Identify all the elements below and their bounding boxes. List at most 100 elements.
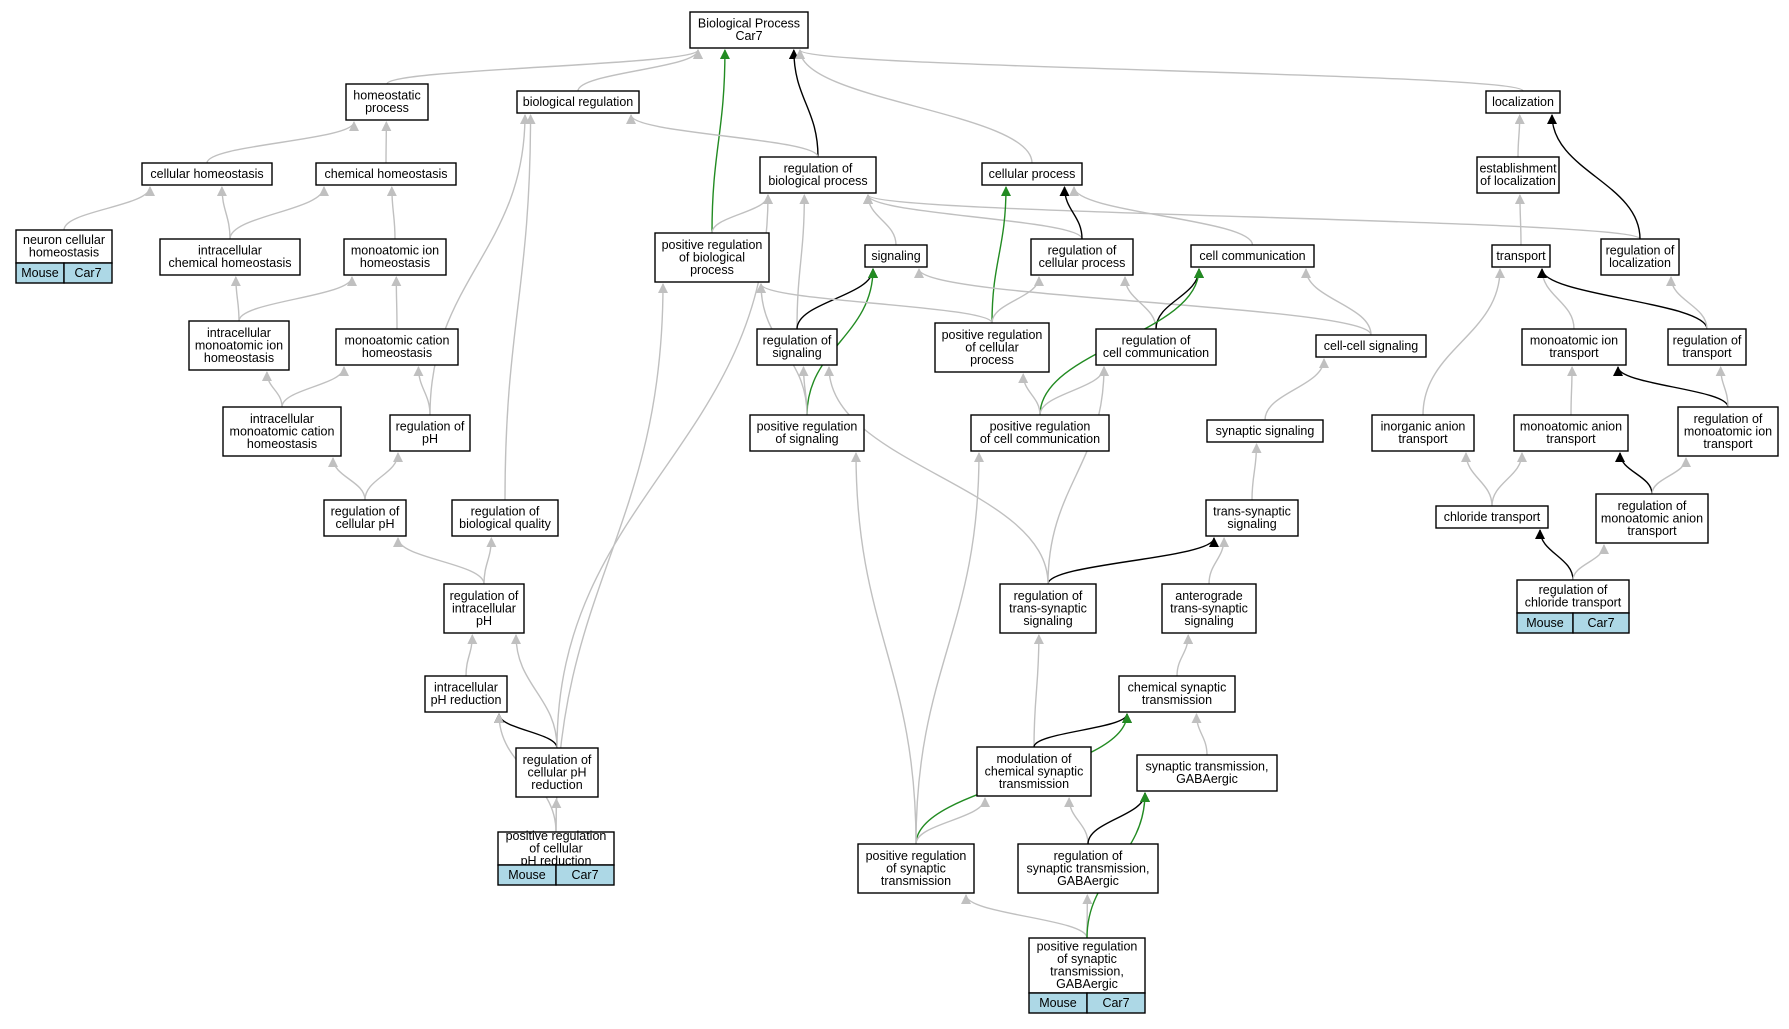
node-box (451, 499, 559, 537)
node-label-line: regulation of (1054, 849, 1123, 863)
node-label-line: regulation of (1014, 589, 1083, 603)
edge-anterograde-to-transsyn (1208, 537, 1230, 585)
node-label-line: GABAergic (1056, 977, 1118, 991)
node-label-line: synaptic transmission, (1146, 760, 1269, 774)
edge-posregbio-to-root (711, 49, 730, 234)
node-cellcell[interactable]: cell-cell signaling (1315, 334, 1427, 358)
edge-regcellph-to-regph (364, 452, 403, 501)
node-box (335, 328, 459, 366)
node-label-line: regulation of (1694, 412, 1763, 426)
node-label-line: of synaptic (1057, 952, 1117, 966)
edge-intraion-to-intrachem (230, 276, 241, 322)
badge-box (555, 864, 615, 886)
node-gaba[interactable]: synaptic transmission,GABAergic (1136, 754, 1278, 792)
node-box (515, 747, 599, 798)
node-label-line: of cellular (965, 340, 1019, 354)
node-label-line: modulation of (996, 752, 1072, 766)
node-label-line: reduction (531, 778, 582, 792)
node-cellcomm[interactable]: cell communication (1190, 244, 1315, 268)
node-label-line: pH reduction (521, 854, 592, 868)
node-box (864, 244, 928, 268)
node-label-line: transport (1398, 432, 1448, 446)
node-label-line: of localization (1480, 174, 1556, 188)
edge-regintraph-to-regbioqual (483, 537, 497, 585)
node-chloride[interactable]: chloride transport (1435, 505, 1549, 529)
node-label-line: cell communication (1199, 249, 1305, 263)
edge-aniontransport-to-iontransport (1567, 366, 1578, 416)
node-box (999, 583, 1097, 634)
node-box (323, 499, 407, 537)
node-label-line: of signaling (775, 432, 838, 446)
node-box (15, 229, 113, 264)
edge-posregsyn-to-modchemsyn (915, 797, 990, 845)
edge-regintraph-to-regcellph (393, 537, 485, 585)
node-label-line: Car7 (735, 29, 762, 43)
node-chemhomeo[interactable]: chemical homeostasis (315, 162, 457, 186)
node-transport[interactable]: transport (1491, 244, 1551, 268)
node-label-line: transport (1549, 346, 1599, 360)
node-cellhomeo[interactable]: cellular homeostasis (141, 162, 273, 186)
node-label-line: biological regulation (523, 95, 634, 109)
node-label-line: regulation of (1048, 244, 1117, 258)
node-synsig[interactable]: synaptic signaling (1206, 419, 1324, 443)
node-localization[interactable]: localization (1485, 90, 1561, 114)
node-label-line: transport (1703, 437, 1753, 451)
edge-regph-to-bioreg (429, 114, 530, 416)
node-signaling[interactable]: signaling (864, 244, 928, 268)
node-label-line: chemical synaptic (985, 764, 1084, 778)
node-label-line: transmission (881, 874, 951, 888)
node-cellproc[interactable]: cellular process (981, 162, 1083, 186)
node-box (443, 583, 525, 634)
node-label-line: monoatomic cation (230, 424, 335, 438)
node-box (934, 322, 1050, 373)
edge-signaling-to-regbio (863, 194, 897, 246)
edge-posreggaba-to-posregsyn (961, 894, 1088, 939)
edge-regiontransport-to-iontransport (1613, 366, 1729, 408)
node-bioreg[interactable]: biological regulation (516, 90, 640, 114)
edge-synsig-to-cellcell (1264, 358, 1329, 421)
node-label-line: chemical homeostasis (169, 256, 292, 270)
